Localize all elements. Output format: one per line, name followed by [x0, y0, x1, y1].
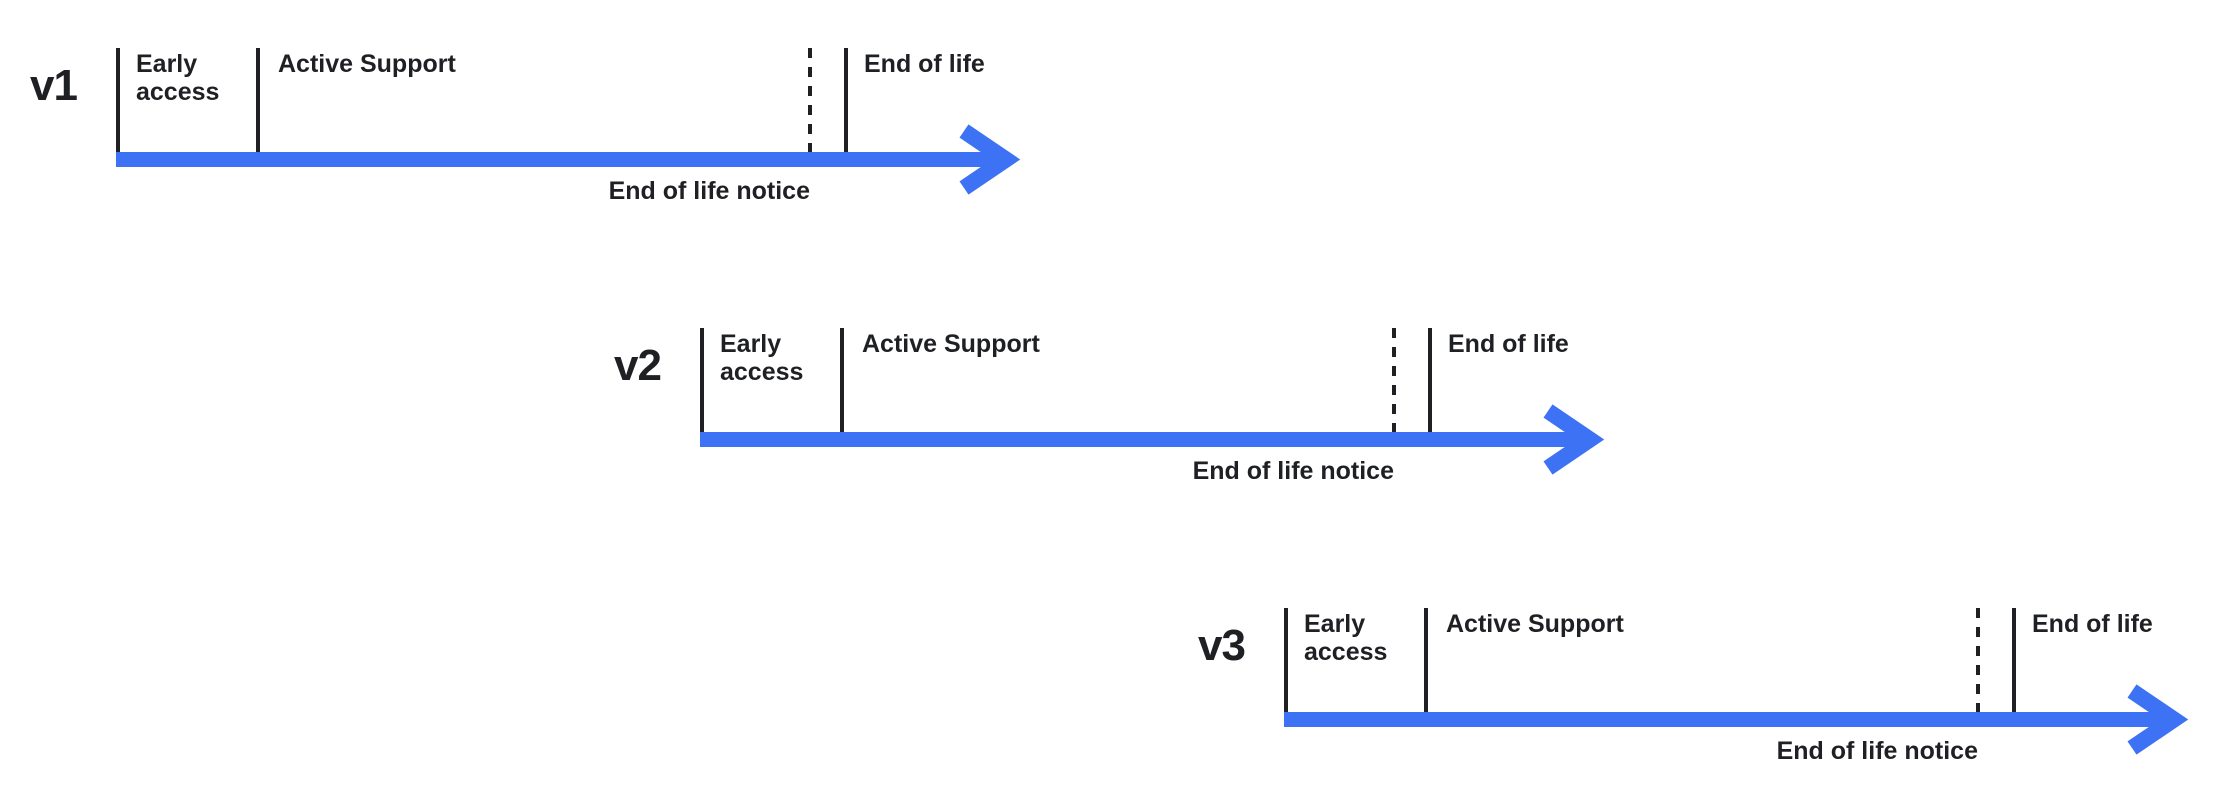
version-label: v1 — [30, 61, 78, 110]
active-support-label: Active Support — [862, 330, 1040, 358]
end-of-life-label: End of life — [1448, 330, 1569, 358]
early-access-start-tick — [116, 48, 120, 152]
timeline-row-v2: v2 Early access Active Support End of li… — [584, 280, 1644, 510]
version-label: v2 — [614, 341, 662, 390]
timeline-arrow — [1284, 684, 2189, 755]
timeline-row-v3: v3 Early access Active Support End of li… — [1168, 560, 2228, 790]
eol-notice-dashed-tick — [1392, 328, 1396, 432]
timeline-arrow — [116, 124, 1021, 195]
end-of-life-label: End of life — [864, 50, 985, 78]
timeline-row-v1: v1 Early access Active Support End of li… — [0, 0, 1060, 230]
eol-notice-dashed-tick — [808, 48, 812, 152]
eol-notice-label: End of life notice — [1192, 457, 1394, 485]
end-of-life-tick — [1428, 328, 1432, 432]
eol-notice-label: End of life notice — [1776, 737, 1978, 765]
active-support-start-tick — [256, 48, 260, 152]
early-access-label: Early access — [1304, 610, 1388, 666]
arrow-head-icon — [959, 124, 1021, 195]
end-of-life-tick — [2012, 608, 2016, 712]
eol-notice-label: End of life notice — [608, 177, 810, 205]
active-support-label: Active Support — [1446, 610, 1624, 638]
early-access-label: Early access — [136, 50, 220, 106]
active-support-label: Active Support — [278, 50, 456, 78]
active-support-start-tick — [1424, 608, 1428, 712]
early-access-start-tick — [700, 328, 704, 432]
timeline-arrow — [700, 404, 1605, 475]
version-label: v3 — [1198, 621, 1246, 670]
active-support-start-tick — [840, 328, 844, 432]
early-access-label: Early access — [720, 330, 804, 386]
end-of-life-label: End of life — [2032, 610, 2153, 638]
end-of-life-tick — [844, 48, 848, 152]
arrow-head-icon — [2127, 684, 2189, 755]
arrow-head-icon — [1543, 404, 1605, 475]
eol-notice-dashed-tick — [1976, 608, 1980, 712]
early-access-start-tick — [1284, 608, 1288, 712]
